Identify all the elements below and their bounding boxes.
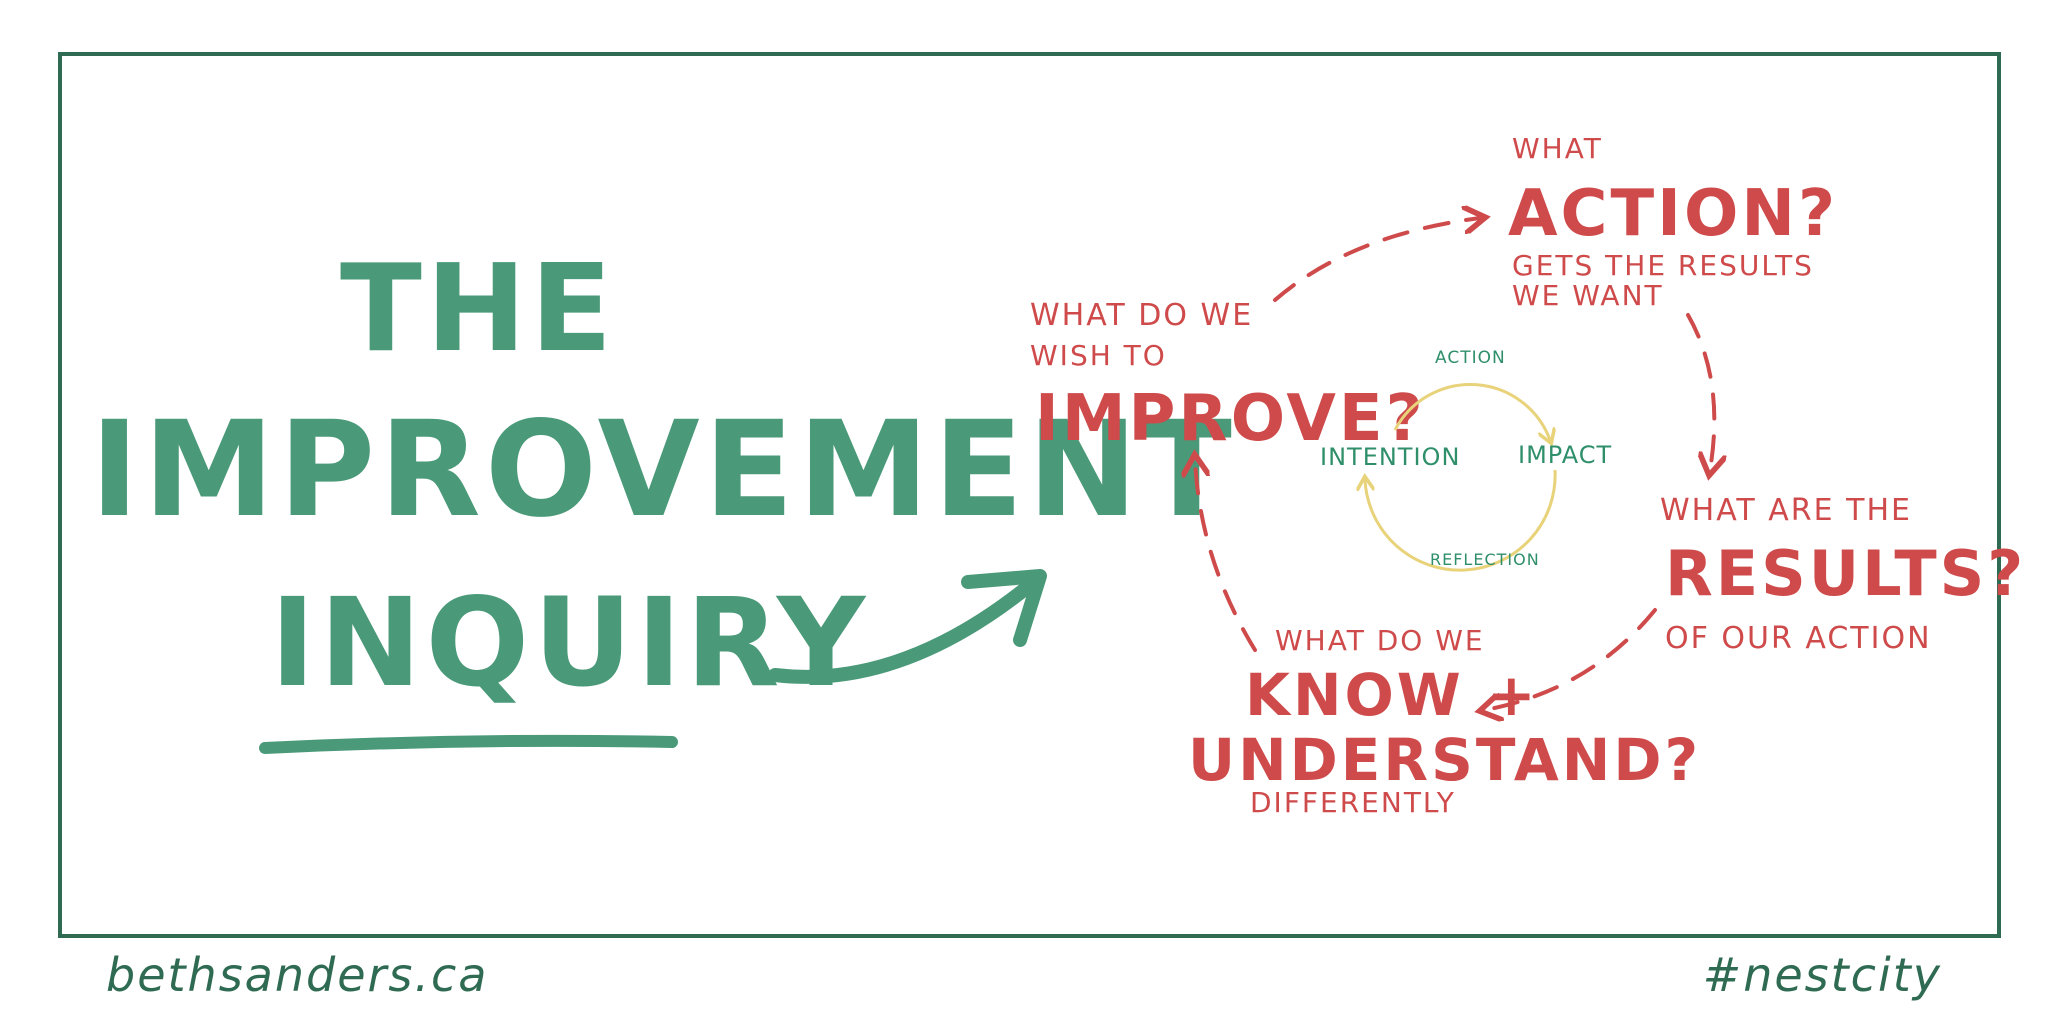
title-arrow-head — [961, 569, 1047, 647]
title-line-improvement: IMPROVEMENT — [90, 393, 1236, 547]
improve-main: IMPROVE? — [1035, 382, 1426, 456]
inner-ring-top-arc — [1393, 383, 1550, 440]
know-pre: WHAT DO WE — [1275, 624, 1485, 657]
results-pre: WHAT ARE THE — [1660, 493, 1912, 528]
footer-website: bethsanders.ca — [106, 948, 489, 1002]
inner-label-impact: IMPACT — [1518, 441, 1612, 469]
arrow-results-to-know — [1485, 608, 1657, 710]
inner-label-action: ACTION — [1435, 348, 1506, 368]
footer-hashtag: #nestcity — [1702, 948, 1942, 1002]
know-main-1: KNOW + — [1245, 661, 1539, 729]
title-line-the: THE — [340, 240, 616, 379]
title-underline — [259, 734, 678, 754]
results-main: RESULTS? — [1665, 537, 2026, 610]
know-post: DIFFERENTLY — [1250, 786, 1456, 819]
title-arrow-shaft — [768, 578, 1037, 684]
inner-label-reflection: REFLECTION — [1430, 550, 1540, 569]
action-pre: WHAT — [1512, 132, 1603, 165]
inner-ring-bottom-arc — [1365, 469, 1557, 572]
results-post: OF OUR ACTION — [1665, 621, 1932, 656]
title-line-inquiry: INQUIRY — [270, 572, 869, 714]
inner-label-intention: INTENTION — [1320, 443, 1460, 471]
arrow-action-to-results — [1686, 313, 1714, 470]
arrow-improve-to-action — [1273, 218, 1480, 302]
border-frame — [58, 52, 2001, 938]
improve-pre-1: WHAT DO WE — [1030, 298, 1253, 333]
arrow-know-to-improve — [1195, 460, 1257, 652]
action-post-2: WE WANT — [1512, 279, 1664, 312]
action-post-1: GETS THE RESULTS — [1512, 249, 1814, 282]
action-main: ACTION? — [1508, 177, 1838, 251]
improve-pre-2: WISH TO — [1030, 339, 1167, 372]
know-main-2: UNDERSTAND? — [1188, 726, 1701, 794]
